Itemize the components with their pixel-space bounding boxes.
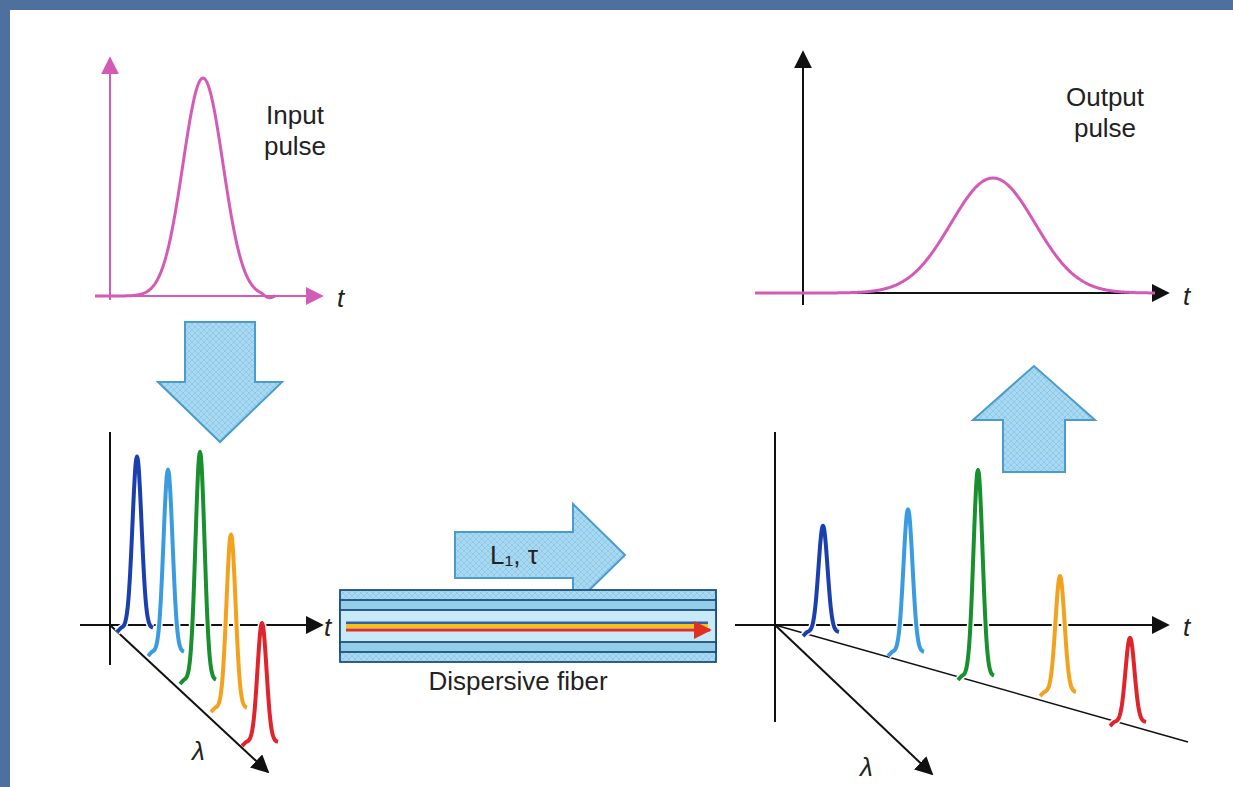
pulse-outline [180, 452, 216, 684]
pulse-outline [148, 469, 184, 656]
axis [109, 432, 111, 665]
block-arrow [158, 322, 282, 442]
y-axis [109, 58, 111, 300]
pulses [95, 78, 1155, 746]
axis-label: λ [192, 736, 205, 767]
fiber: Dispersive fiber [340, 590, 716, 662]
pulse-outline [242, 623, 278, 746]
axis-label: t [324, 612, 331, 643]
axis-label: λ [860, 752, 873, 783]
light-ray [346, 624, 708, 628]
spectral-pulse [803, 526, 839, 636]
pulse-outline [803, 526, 839, 636]
arrow-label: L₁, τ [490, 540, 538, 571]
axis-label: t [1183, 281, 1190, 312]
pulse-outline [117, 456, 153, 632]
pulse-outline [1110, 638, 1146, 726]
axis [774, 432, 776, 722]
white-panel [10, 10, 1233, 787]
spectral-pulse [148, 469, 184, 656]
graph-title: Input pulse [250, 100, 340, 162]
spectral-pulse [180, 452, 216, 684]
t-axis [80, 624, 322, 626]
light-ray [346, 629, 710, 632]
spread-line [775, 625, 1188, 742]
spectral-pulse [117, 456, 153, 632]
spectral-pulse [888, 509, 924, 656]
pulse-outline [211, 534, 247, 712]
pulse-outline [1040, 576, 1076, 696]
pulse-outline [958, 470, 994, 680]
fiber-layer [340, 610, 716, 642]
spectral-pulse [1110, 638, 1146, 726]
block-arrow [973, 366, 1095, 472]
fiber-shape [340, 590, 716, 662]
spectral-pulse [211, 534, 247, 712]
input-pulse [95, 78, 275, 298]
spectral-pulse [958, 470, 994, 680]
axis-label: t [1183, 612, 1190, 643]
graph-title: Output pulse [1040, 82, 1170, 144]
fiber-layer [340, 590, 716, 662]
pulse-outline [888, 509, 924, 656]
output-pulse [755, 178, 1155, 293]
spectral-pulse [242, 623, 278, 746]
fiber-label: Dispersive fiber [428, 666, 607, 697]
t-axis [735, 624, 1168, 626]
y-axis [802, 52, 804, 305]
axis-label: t [337, 283, 344, 314]
spectral-pulse [1040, 576, 1076, 696]
fiber-layer [340, 600, 716, 652]
